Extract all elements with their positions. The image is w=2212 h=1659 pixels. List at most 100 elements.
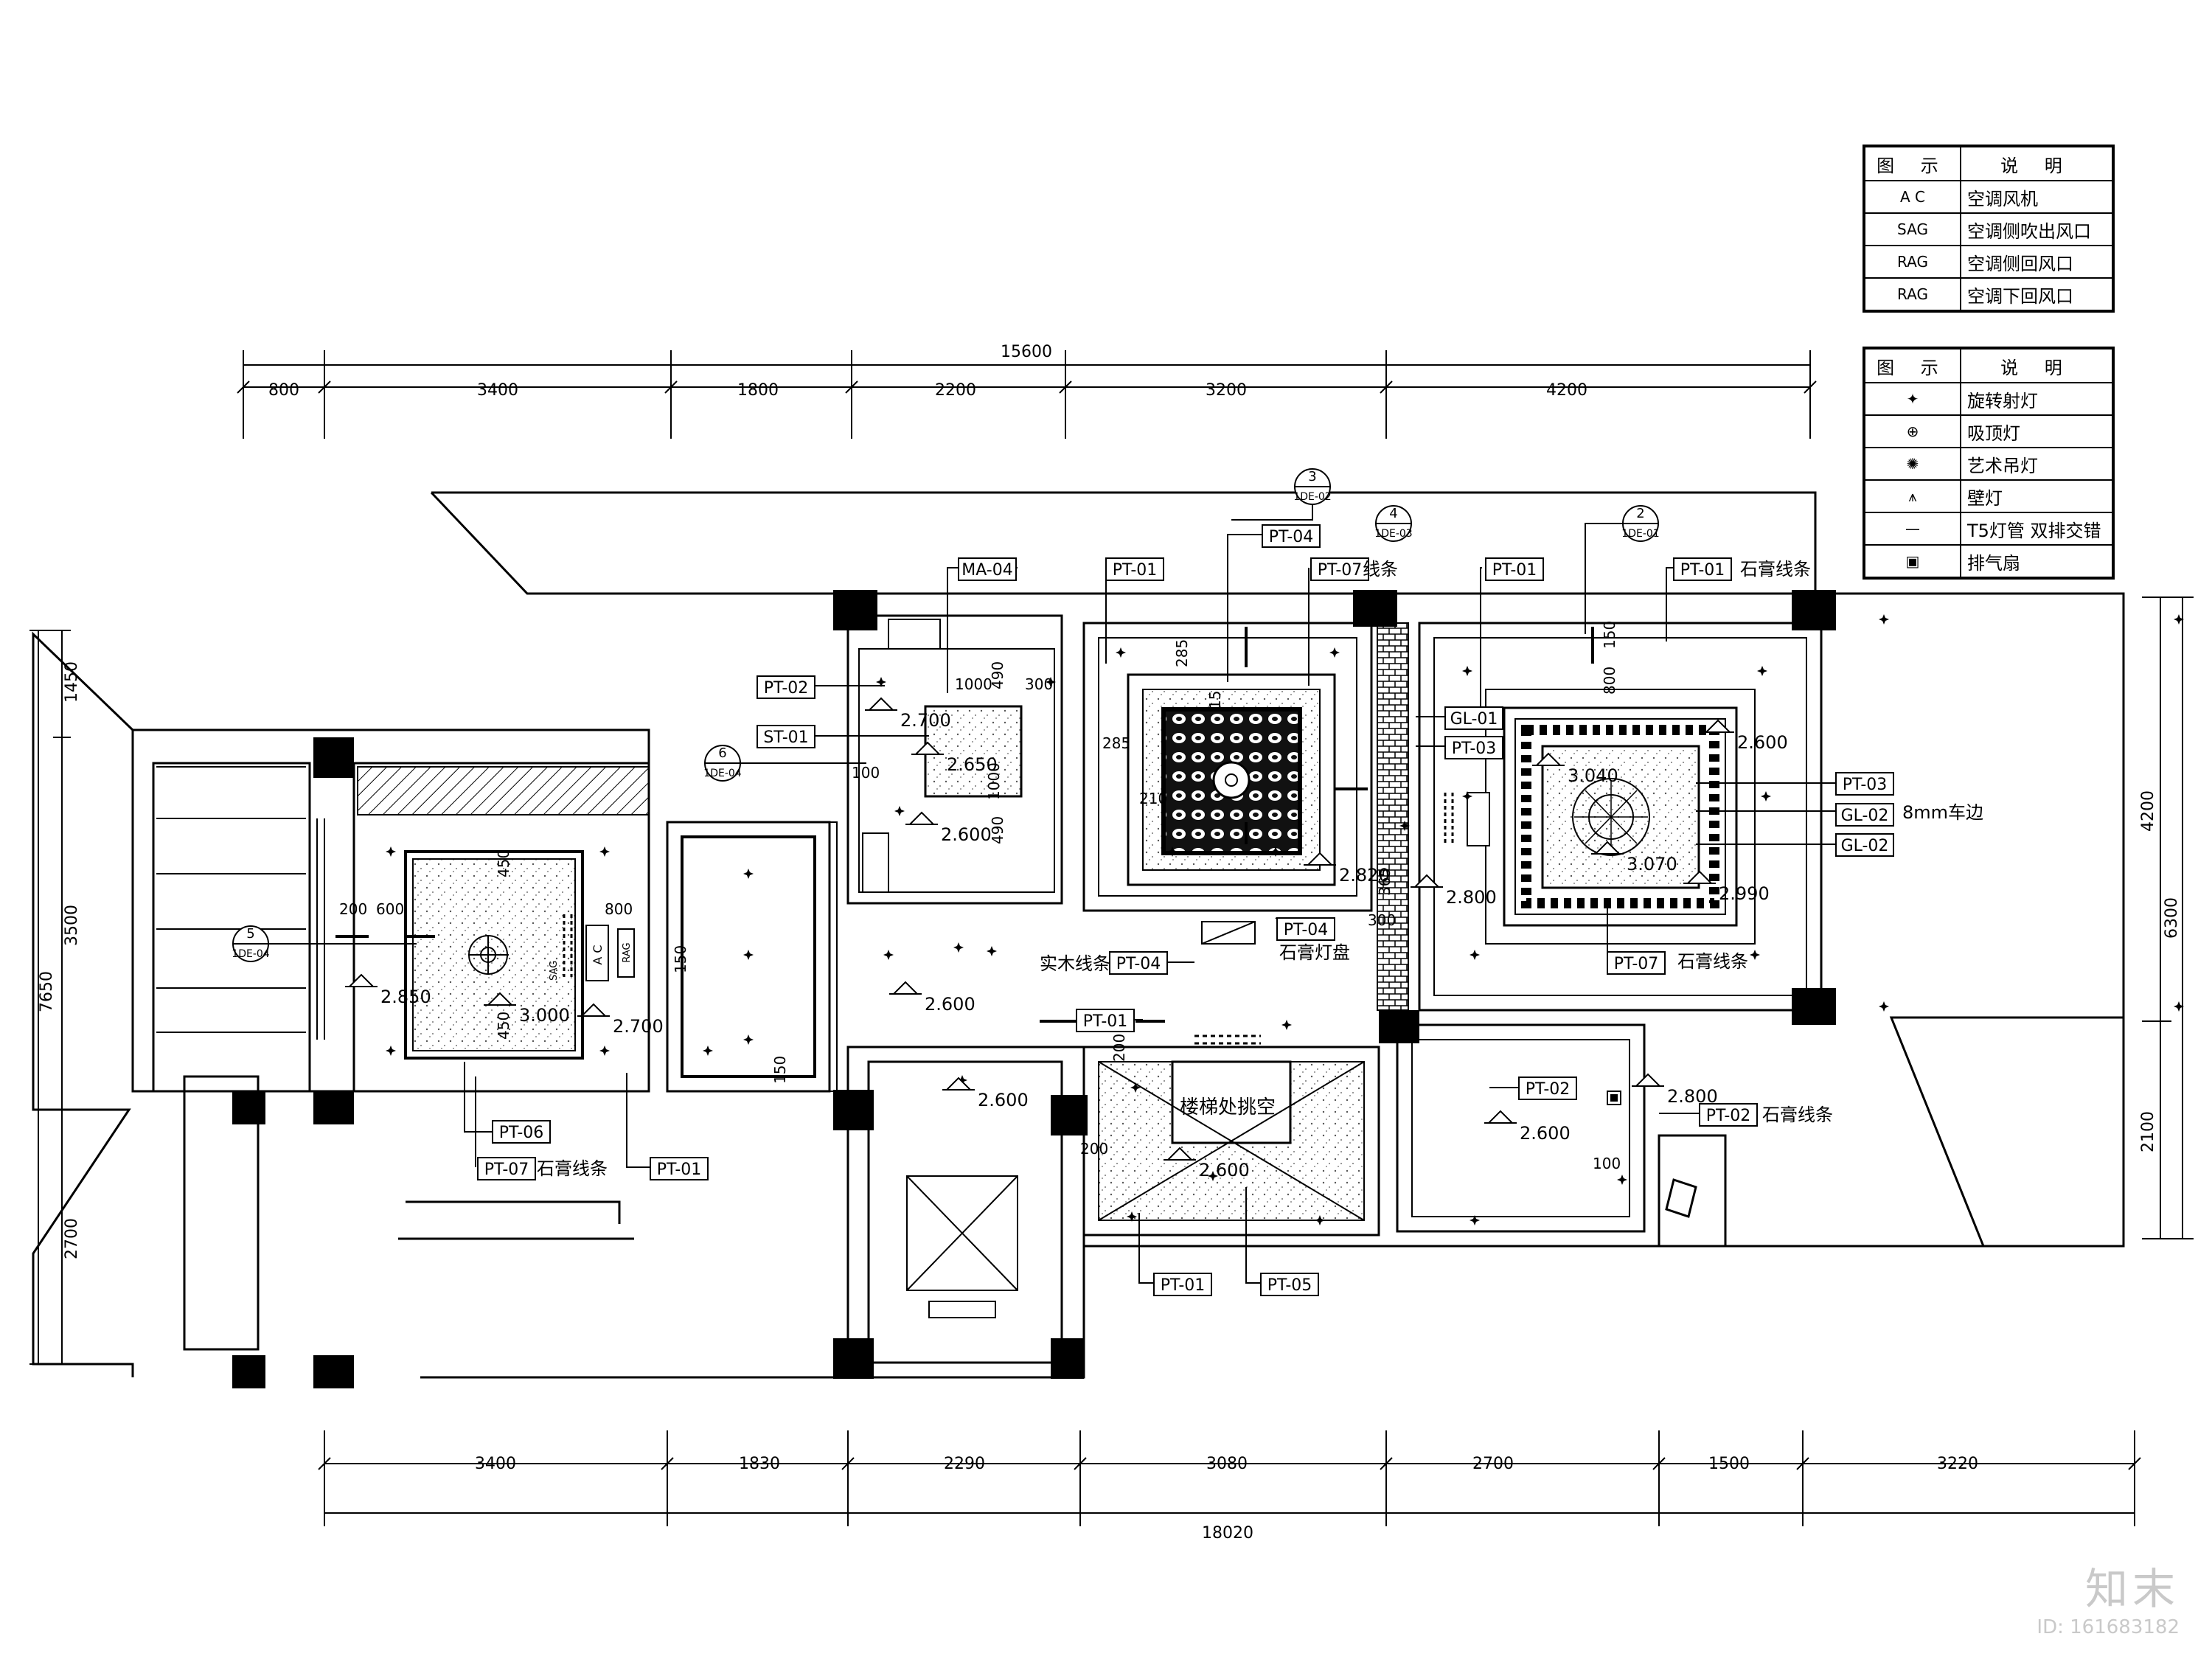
- small-dimension: 150: [672, 945, 689, 973]
- ceiling-height: 2.700: [613, 1016, 664, 1037]
- section-mark-6: 6 1DE-04: [703, 745, 866, 782]
- ceiling-height: 2.600: [1737, 732, 1788, 753]
- note-wood-line: 实木线条: [1040, 953, 1110, 974]
- level-mark-icon: [908, 811, 936, 825]
- section-mark-6-num: 6: [718, 745, 726, 761]
- ceiling-light-icon: ⊕: [1864, 414, 1961, 448]
- tag-box: [477, 1157, 536, 1180]
- rag-center-icon: [1194, 1034, 1261, 1045]
- small-dimension: 450: [495, 849, 512, 877]
- tag-label: PT-03: [1452, 740, 1497, 758]
- note-pt01-right: 石膏线条: [1740, 559, 1811, 580]
- tag-box: [1260, 1273, 1319, 1296]
- tag-box: [757, 725, 815, 748]
- section-mark-2-ref: 1DE-01: [1621, 528, 1659, 540]
- tag-label: PT-01: [657, 1161, 702, 1179]
- small-dimension: 490: [989, 816, 1006, 844]
- small-dimension: 100: [852, 764, 880, 782]
- legend-hvac-header-symbol: 图 示: [1864, 146, 1961, 181]
- section-mark-2: 2 1DE-01: [1585, 505, 1660, 634]
- level-mark-icon: [867, 697, 895, 711]
- tag-box: [1444, 736, 1503, 759]
- dimension-left: [29, 630, 71, 1365]
- ac-fan-icon: A C: [1864, 180, 1961, 214]
- ceiling-height: 2.990: [1719, 883, 1770, 904]
- small-dimension: 200: [1110, 1034, 1128, 1062]
- legend-lights-desc: 旋转射灯: [1960, 382, 2113, 416]
- tag-label: MA-04: [961, 561, 1012, 580]
- dim-top-total: 15600: [1001, 343, 1052, 361]
- dim-top-4: 3200: [1206, 381, 1247, 400]
- legend-lights-desc: 壁灯: [1960, 479, 2113, 513]
- level-mark-icon: [945, 1077, 973, 1091]
- tag-box: [1105, 557, 1164, 581]
- small-dimension: 600: [376, 900, 404, 918]
- watermark-logo: 知末: [2084, 1564, 2180, 1614]
- tag-label: PT-02: [764, 679, 809, 698]
- small-dimension: 200: [1080, 1140, 1108, 1158]
- section-mark-3-ref: 1DE-02: [1293, 491, 1331, 503]
- ceiling-height: 2.600: [941, 824, 992, 845]
- tag-box: [757, 675, 815, 699]
- small-dimension: 150: [1601, 621, 1618, 649]
- tag-label: PT-02: [1706, 1107, 1751, 1125]
- section-mark-4-num: 4: [1389, 506, 1397, 521]
- dim-bottom-3: 3080: [1206, 1455, 1248, 1473]
- rag-vent-icon: RAG: [617, 928, 635, 978]
- dim-bottom-5: 1500: [1708, 1455, 1750, 1473]
- legend-hvac-desc: 空调下回风口: [1960, 277, 2113, 311]
- tag-label: PT-01: [1492, 561, 1537, 580]
- small-dimension: 365: [1376, 868, 1394, 896]
- tag-box: [1835, 772, 1894, 796]
- tag-box: [1109, 951, 1168, 975]
- dimension-bottom: [318, 1430, 2141, 1526]
- tag-label: PT-01: [1680, 561, 1725, 580]
- room-bottom-right: [1396, 1023, 1646, 1233]
- small-dimension: 285: [1102, 734, 1130, 752]
- dim-bottom-total: 18020: [1202, 1524, 1253, 1543]
- chandelier-icon: ✺: [1864, 447, 1961, 481]
- section-mark-5-ref: 1DE-04: [232, 948, 269, 960]
- legend-hvac-desc: 空调侧回风口: [1960, 245, 2113, 279]
- tag-label: PT-07: [484, 1161, 529, 1179]
- lift-shaft: [906, 1175, 1018, 1318]
- ceiling-height: 3.070: [1627, 854, 1677, 874]
- section-mark-2-num: 2: [1636, 506, 1644, 521]
- legend-hvac: 图 示 说 明 A C 空调风机 SAG 空调侧吹出风口 RAG 空调侧回风口 …: [1863, 145, 2115, 313]
- ceiling-heights: 2.7002.6502.6002.8503.0002.7002.6002.600…: [345, 697, 1788, 1180]
- section-mark-4: 4 1DE-03: [1374, 505, 1413, 542]
- tag-label: PT-01: [1113, 561, 1158, 580]
- small-dimension: 300: [1368, 911, 1396, 929]
- bottom-return-vent-icon: RAG: [1864, 277, 1961, 311]
- ceiling-height: 2.800: [1446, 887, 1497, 908]
- level-mark-icon: [1704, 719, 1732, 733]
- tag-label: PT-01: [1083, 1012, 1128, 1031]
- tag-label: PT-02: [1526, 1080, 1571, 1099]
- room-left: [352, 762, 650, 1093]
- tag-box: [1699, 1103, 1758, 1127]
- small-dimension: 15: [1206, 691, 1224, 709]
- side-supply-vent-icon: SAG: [1864, 212, 1961, 246]
- small-dimension: 450: [495, 1012, 512, 1040]
- note-pt07-top: 线条: [1363, 559, 1398, 580]
- section-mark-5: 5 1DE-04: [232, 925, 417, 962]
- ceiling-height: 2.650: [947, 754, 998, 775]
- tag-box: [1276, 917, 1335, 941]
- section-mark-4-ref: 1DE-03: [1374, 528, 1412, 540]
- ceiling-height: 2.600: [925, 994, 975, 1015]
- note-pt04-lamp: 石膏灯盘: [1279, 942, 1350, 963]
- tag-box: [958, 557, 1017, 581]
- tag-box: [1262, 524, 1321, 548]
- tag-label: PT-03: [1843, 776, 1888, 794]
- dim-bottom-1: 1830: [739, 1455, 780, 1473]
- ceiling-height: 3.040: [1568, 765, 1618, 786]
- tag-box: [650, 1157, 709, 1180]
- legend-lights-desc: 排气扇: [1960, 544, 2113, 578]
- tag-label: GL-02: [1841, 837, 1889, 855]
- section-mark-5-num: 5: [246, 926, 254, 942]
- small-dimension: 800: [605, 900, 633, 918]
- tag-box: [1310, 557, 1369, 581]
